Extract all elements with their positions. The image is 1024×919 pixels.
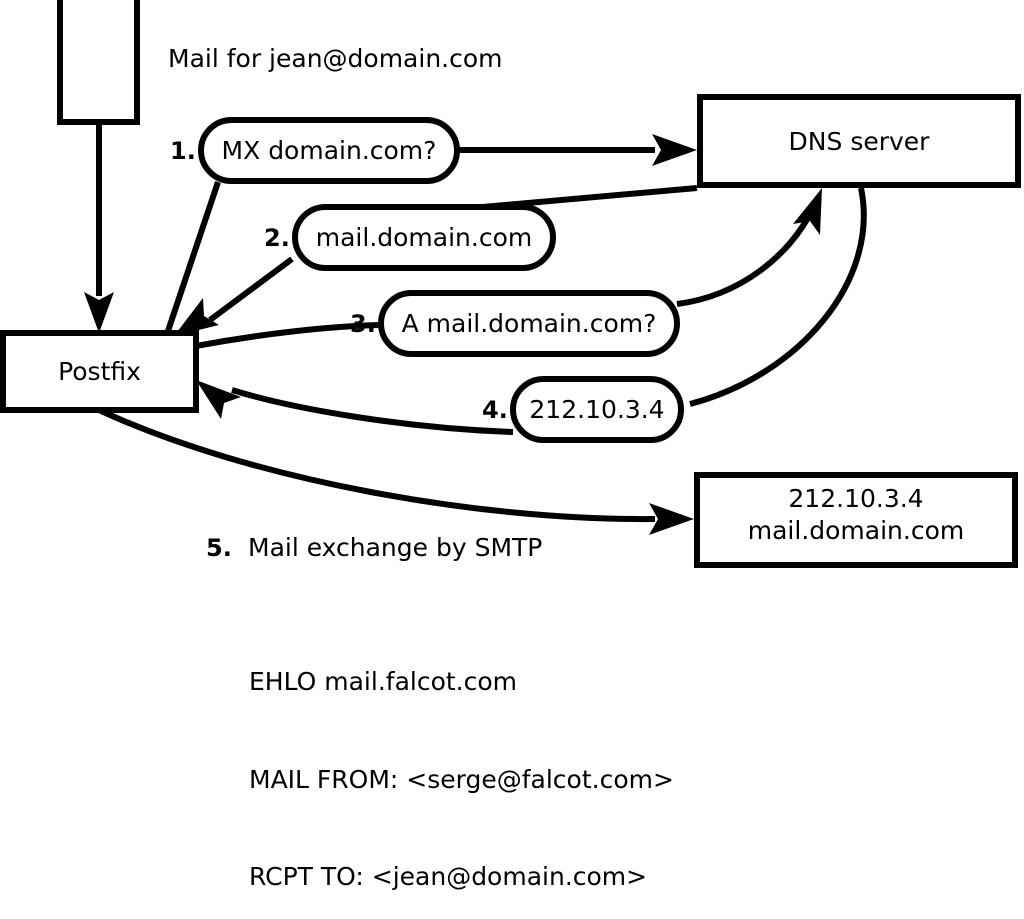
connector-step5-postfix-to-mailhost bbox=[97, 407, 694, 535]
node-label-mail-host-ip: 212.10.3.4 bbox=[788, 484, 924, 513]
step-number-1: 1. bbox=[170, 137, 196, 165]
pill-step-3 bbox=[378, 290, 680, 357]
node-postfix-box bbox=[0, 330, 199, 413]
pill-step-4 bbox=[510, 376, 684, 443]
connector-step4-dns-to-answer bbox=[689, 187, 867, 407]
node-dns-server-box bbox=[697, 94, 1021, 188]
transcript-line: EHLO mail.falcot.com bbox=[249, 667, 518, 696]
node-sender-box bbox=[57, 0, 140, 125]
pill-step-1 bbox=[198, 117, 460, 184]
connector-step1-postfix-to-query bbox=[165, 181, 221, 332]
pill-label-step-4: 212.10.3.4 bbox=[529, 395, 665, 424]
connector-sender-to-postfix bbox=[84, 122, 114, 333]
node-label-mail-host-name: mail.domain.com bbox=[747, 516, 965, 545]
pill-label-step-3: A mail.domain.com? bbox=[401, 309, 657, 338]
node-label-postfix: Postfix bbox=[58, 357, 141, 386]
step-number-4: 4. bbox=[482, 396, 508, 424]
node-mail-host-box bbox=[694, 472, 1018, 568]
connector-step4-answer-to-postfix bbox=[196, 380, 514, 435]
pill-label-step-1: MX domain.com? bbox=[221, 136, 437, 165]
pill-label-step-2: mail.domain.com bbox=[315, 223, 533, 252]
step-label-5: Mail exchange by SMTP bbox=[248, 533, 543, 562]
transcript-line: MAIL FROM: <serge@falcot.com> bbox=[249, 764, 674, 794]
step-number-5: 5. bbox=[206, 534, 232, 562]
caption-mail-for: Mail for jean@domain.com bbox=[168, 44, 503, 73]
connector-step3-postfix-to-query bbox=[195, 322, 382, 349]
node-label-dns-server: DNS server bbox=[788, 127, 930, 156]
smtp-transcript: EHLO mail.falcot.com MAIL FROM: <serge@f… bbox=[249, 601, 674, 919]
connector-step1-query-to-dns bbox=[459, 134, 697, 166]
step-number-3: 3. bbox=[350, 310, 376, 338]
connector-step2-answer-to-postfix bbox=[174, 256, 294, 336]
transcript-line: RCPT TO: <jean@domain.com> bbox=[249, 862, 648, 891]
pill-step-2 bbox=[292, 204, 556, 271]
connector-step3-query-to-dns bbox=[676, 188, 822, 307]
step-number-2: 2. bbox=[264, 224, 290, 252]
